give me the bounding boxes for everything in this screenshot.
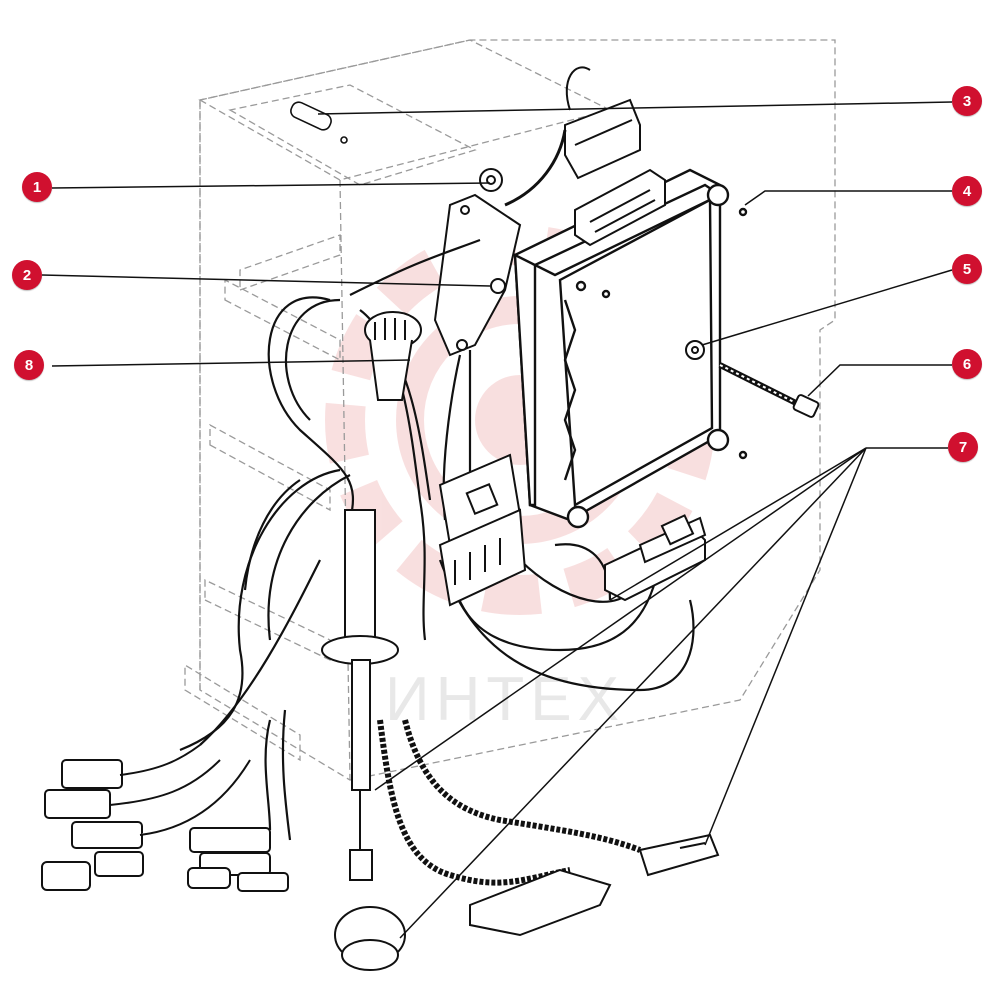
lower-left-connectors <box>41 744 289 892</box>
leader-7d <box>374 447 867 791</box>
leader-3 <box>317 101 953 115</box>
leader-lines <box>41 101 953 939</box>
callout-3[interactable]: 3 <box>952 86 982 116</box>
leader-6 <box>807 364 952 397</box>
top-connector <box>504 66 641 207</box>
fuse-part <box>290 101 348 144</box>
corrugated-tubes <box>377 719 642 886</box>
leader-2 <box>41 274 491 287</box>
callout-8[interactable]: 8 <box>14 350 44 380</box>
callout-1[interactable]: 1 <box>22 172 52 202</box>
callout-5[interactable]: 5 <box>952 254 982 284</box>
callout-6[interactable]: 6 <box>952 349 982 379</box>
round-connector-8 <box>364 311 422 401</box>
leader-7b <box>704 447 867 846</box>
grommet-column <box>321 509 406 971</box>
leader-4 <box>744 190 952 206</box>
leader-8 <box>51 359 411 367</box>
washer-5 <box>685 340 705 360</box>
bolt-6 <box>718 362 820 418</box>
callout-7[interactable]: 7 <box>948 432 978 462</box>
nut-1 <box>479 168 503 192</box>
leader-5 <box>701 269 953 346</box>
leader-7c <box>399 447 867 939</box>
callout-2[interactable]: 2 <box>12 260 42 290</box>
mounting-bracket <box>433 193 522 357</box>
control-unit-box <box>513 168 748 529</box>
central-connector-block <box>438 453 527 607</box>
leader-7e <box>609 447 867 601</box>
ecu-connector <box>574 168 666 247</box>
lower-right-connectors <box>469 833 720 937</box>
callout-4[interactable]: 4 <box>952 176 982 206</box>
watermark-text: ИНТЕХ <box>385 665 625 734</box>
leader-1 <box>51 182 491 189</box>
